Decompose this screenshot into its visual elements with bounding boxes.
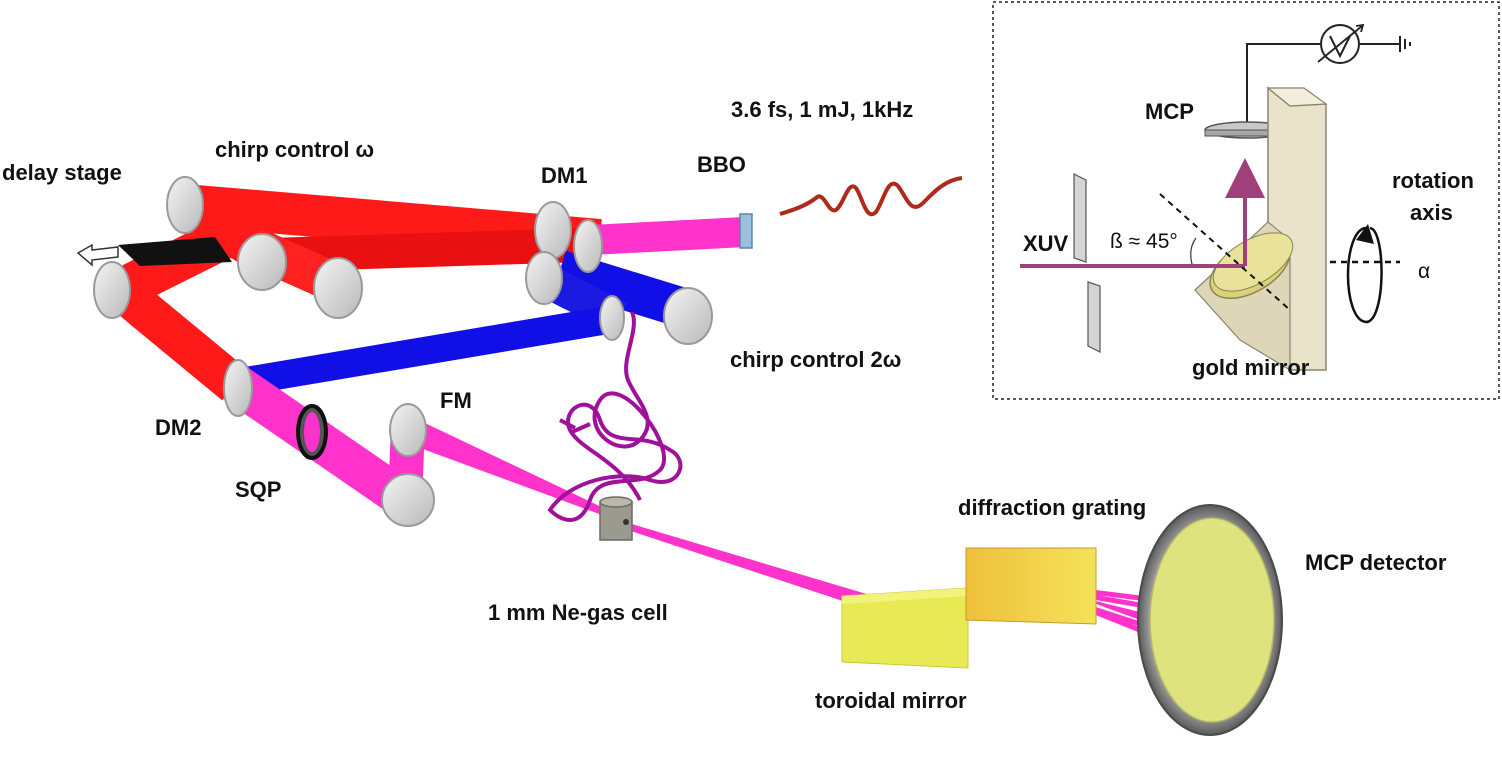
optical-mirrors (93, 176, 713, 527)
mirror-chirp-2omega-1 (525, 251, 563, 305)
mirror-chirp-omega-1 (237, 233, 287, 291)
electron-trajectory (547, 311, 683, 522)
bbo-label: BBO (697, 152, 746, 177)
focused-beam (408, 415, 612, 518)
inset-rotation-label: rotation (1392, 168, 1474, 193)
inset-mcp-label: MCP (1145, 99, 1194, 124)
mirror-dm2 (223, 359, 253, 417)
two-omega-beam-to-dm2 (237, 304, 623, 396)
sqp-label: SQP (235, 477, 281, 502)
delay-stage-label: delay stage (2, 160, 122, 185)
delay-direction-icon (76, 243, 119, 267)
trajectory-tail (559, 418, 591, 434)
laser-pulse-icon (779, 176, 963, 217)
mirror-delay-top (166, 176, 204, 234)
omega-beam-return (269, 228, 586, 272)
delay-stage (76, 237, 232, 267)
sqp-aperture (304, 412, 320, 452)
pulse-label: 3.6 fs, 1 mJ, 1kHz (731, 97, 913, 122)
inset-surface-normal (1159, 193, 1291, 311)
mirror-chirp-omega-2 (313, 257, 363, 319)
inset-angle-arc (1190, 237, 1197, 265)
mirror-fm (389, 403, 427, 457)
mirror-chirp-2omega-2 (599, 295, 625, 341)
mirror-chirp-2omega-3 (663, 287, 713, 345)
xuv-beam-to-toroidal (625, 522, 880, 610)
dm2-label: DM2 (155, 415, 201, 440)
chirp-omega-label: chirp control ω (215, 137, 374, 162)
inset-xuv-label: XUV (1023, 231, 1069, 256)
inset-gold-mirror-label: gold mirror (1192, 355, 1310, 380)
omega-beam-to-dm2 (107, 274, 248, 401)
inset-slit-top (1073, 173, 1087, 263)
mirror-dm1-outer (534, 201, 572, 259)
mcp-wire (1246, 43, 1320, 126)
gas-cell-label: 1 mm Ne-gas cell (488, 600, 668, 625)
mcp-detector-label: MCP detector (1305, 550, 1447, 575)
dm1-label: DM1 (541, 163, 587, 188)
inset-panel: MCP rotation axis XUV ß ≈ 45° α gold mir… (992, 1, 1500, 400)
fm-label: FM (440, 388, 472, 413)
inset-axis-label: axis (1410, 200, 1453, 225)
gas-cell (599, 496, 633, 541)
bbo-output-beam (589, 217, 746, 255)
ground-icon (1399, 36, 1411, 52)
rotation-arrow-icon (1346, 226, 1383, 324)
toroidal-mirror (841, 587, 969, 669)
mcp-detector (1137, 504, 1283, 736)
inset-beta-label: ß ≈ 45° (1110, 230, 1178, 253)
diffraction-grating (965, 547, 1097, 625)
inset-alpha-label: α (1418, 260, 1430, 283)
mirror-dm1 (573, 219, 603, 273)
toroidal-mirror-label: toroidal mirror (815, 688, 967, 713)
chirp-2omega-label: chirp control 2ω (730, 347, 901, 372)
delay-stage-base (118, 237, 232, 266)
diffraction-grating-label: diffraction grating (958, 495, 1146, 520)
inset-slit-bottom (1087, 281, 1101, 353)
mirror-delay-bottom (93, 261, 131, 319)
bbo-crystal (739, 213, 753, 249)
mirror-fold (381, 473, 435, 527)
